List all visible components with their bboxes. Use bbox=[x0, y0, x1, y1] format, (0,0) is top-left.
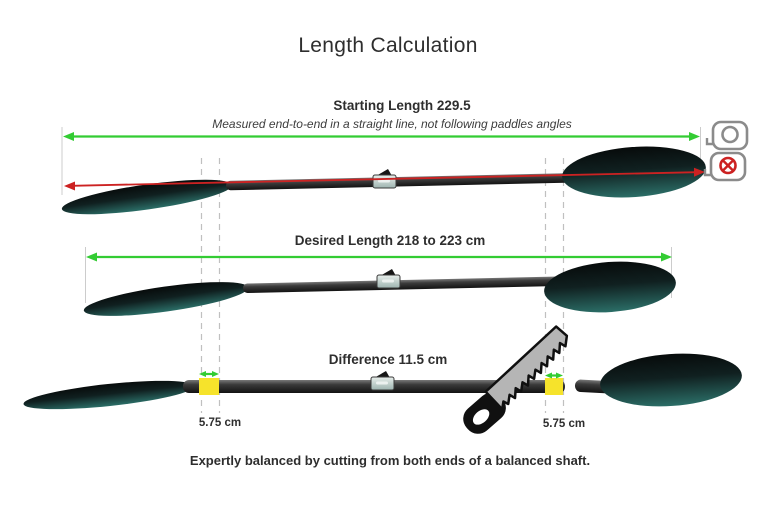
paddle-starting bbox=[61, 146, 706, 215]
ferrule-clamp bbox=[376, 269, 401, 289]
right-cut-arrow bbox=[545, 372, 563, 379]
paddle-difference bbox=[23, 353, 742, 410]
cut-guide-lines bbox=[200, 158, 565, 413]
tape-measure-crossed-icon bbox=[703, 151, 747, 182]
desired-length-label: Desired Length 218 to 223 cm bbox=[294, 233, 486, 248]
left-cut-arrow bbox=[199, 371, 219, 377]
tape-measure-icon bbox=[705, 120, 749, 151]
starting-length-arrow bbox=[63, 132, 700, 141]
left-cut-segment bbox=[199, 378, 219, 395]
paddle-desired bbox=[83, 261, 676, 316]
left-cut-label: 5.75 cm bbox=[198, 417, 242, 429]
angled-measure-line bbox=[64, 167, 705, 191]
right-cut-segment bbox=[545, 378, 563, 395]
hand-saw-icon bbox=[463, 325, 569, 434]
starting-length-note: Measured end-to-end in a straight line, … bbox=[212, 117, 572, 131]
desired-length-arrow bbox=[86, 252, 672, 262]
difference-label: Difference 11.5 cm bbox=[328, 352, 448, 367]
starting-length-label: Starting Length 229.5 bbox=[333, 98, 471, 113]
footer-note: Expertly balanced by cutting from both e… bbox=[189, 453, 591, 468]
page-title: Length Calculation bbox=[298, 34, 478, 57]
ferrule-clamp bbox=[370, 371, 395, 391]
right-cut-label: 5.75 cm bbox=[542, 418, 586, 430]
